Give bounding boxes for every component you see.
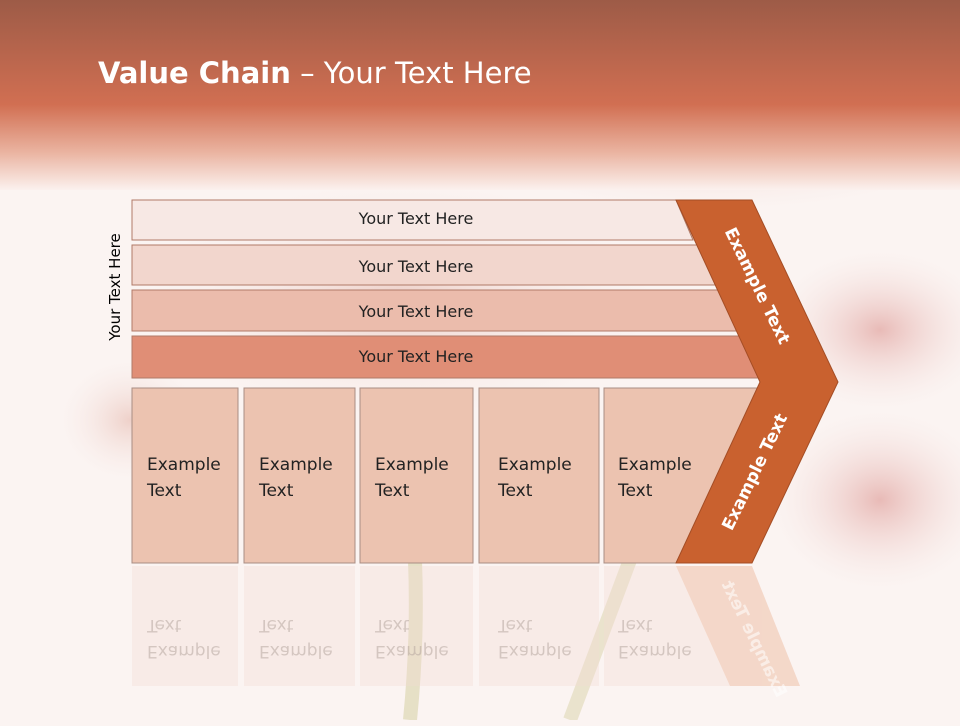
activity-box-3	[359, 387, 474, 564]
activity-box-3-reflection: Example Text	[375, 612, 465, 682]
activity-box-1	[131, 387, 239, 564]
activity-box-1-reflection: Example Text	[147, 612, 237, 682]
reflection-line2: Text	[375, 615, 410, 635]
activity-box-2-line2: Text	[259, 481, 294, 501]
activity-box-3-line1: Example	[375, 455, 449, 475]
title-rest: – Your Text Here	[290, 56, 532, 90]
reflection-line2: Text	[147, 615, 182, 635]
support-bar-1	[131, 199, 694, 241]
reflection-line2: Text	[498, 615, 533, 635]
activity-box-5-reflection: Example Text	[618, 612, 708, 682]
support-bar-3-label: Your Text Here	[358, 302, 474, 321]
activity-box-4	[478, 387, 600, 564]
reflection-line2: Text	[618, 615, 653, 635]
activity-box-4-line2: Text	[498, 481, 533, 501]
reflection-line2: Text	[259, 615, 294, 635]
reflection-line1: Example	[259, 641, 333, 661]
activity-box-1-line2: Text	[147, 481, 182, 501]
title-bold: Value Chain	[98, 56, 291, 90]
reflection-line1: Example	[498, 641, 572, 661]
activity-box-1-line1: Example	[147, 455, 221, 475]
reflection-line1: Example	[618, 641, 692, 661]
activity-box-4-line1: Example	[498, 455, 572, 475]
activity-box-2	[243, 387, 356, 564]
support-bar-2-label: Your Text Here	[358, 257, 474, 276]
reflection-line1: Example	[375, 641, 449, 661]
activity-box-3-line2: Text	[375, 481, 410, 501]
activity-box-2-line1: Example	[259, 455, 333, 475]
support-bar-4-label: Your Text Here	[358, 347, 474, 366]
slide-title: Value Chain – Your Text Here	[98, 56, 532, 90]
activity-box-5-line1: Example	[618, 455, 692, 475]
reflection-line1: Example	[147, 641, 221, 661]
activity-box-2-reflection: Example Text	[259, 612, 349, 682]
margin-chevron	[675, 199, 839, 564]
activity-box-5-line2: Text	[618, 481, 653, 501]
support-bar-1-label: Your Text Here	[358, 209, 474, 228]
reflection	[132, 566, 800, 686]
activity-box-4-reflection: Example Text	[498, 612, 588, 682]
